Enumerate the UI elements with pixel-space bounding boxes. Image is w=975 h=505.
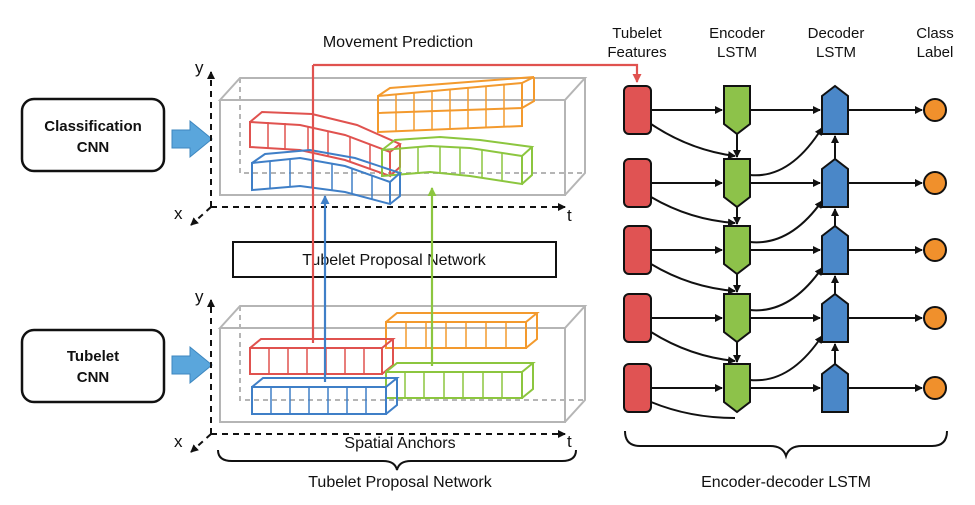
red-movement-arrow-top <box>313 63 642 83</box>
tubelet-cnn-line1: Tubelet <box>67 348 119 365</box>
tubelet-cnn-box: Tubelet CNN <box>20 328 166 404</box>
tubelet-cnn-line2: CNN <box>77 369 110 386</box>
header-class-2: Label <box>917 44 954 61</box>
header-tubelet-features-2: Features <box>607 44 666 61</box>
class-node-5 <box>923 376 947 400</box>
header-encoder-1: Encoder <box>709 25 765 42</box>
encoder-node-2 <box>723 158 751 209</box>
feat-curve-arrow-4 <box>650 331 736 365</box>
decoder-node-5 <box>821 362 849 413</box>
bottom-tubelet-blue <box>251 377 400 415</box>
right-caption: Encoder-decoder LSTM <box>701 474 871 491</box>
bottom-volume <box>217 305 588 423</box>
class-node-3 <box>923 238 947 262</box>
top-tubelet-red <box>249 110 402 178</box>
bottom-tubelet-orange <box>385 312 540 349</box>
left-brace <box>217 449 577 471</box>
top-axis-x-label: x <box>174 204 183 223</box>
feature-node-5 <box>623 363 652 413</box>
enc-dec-curve-arrow-5 <box>749 335 823 382</box>
top-axis-t-label: t <box>567 206 572 225</box>
proposal-network-box: Tubelet Proposal Network <box>232 241 557 278</box>
decoder-node-4 <box>821 292 849 343</box>
enc-dec-curve-arrow-3 <box>749 200 823 244</box>
decoder-node-1 <box>821 84 849 135</box>
encoder-node-3 <box>723 225 751 276</box>
feat-curve-arrow-2 <box>650 196 736 227</box>
feature-node-2 <box>623 158 652 208</box>
header-decoder-2: LSTM <box>816 44 856 61</box>
feature-node-4 <box>623 293 652 343</box>
feature-node-1 <box>623 85 652 135</box>
top-tubelet-blue <box>251 148 402 206</box>
bottom-axes <box>190 299 566 453</box>
top-axes <box>190 71 566 226</box>
header-class-1: Class <box>916 25 954 42</box>
feat-curve-bottom <box>650 401 736 419</box>
cnn-arrow-top <box>171 119 213 159</box>
header-encoder-2: LSTM <box>717 44 757 61</box>
decoder-node-2 <box>821 157 849 208</box>
bottom-axis-x-label: x <box>174 432 183 451</box>
class-node-1 <box>923 98 947 122</box>
decoder-node-3 <box>821 224 849 275</box>
feat-curve-arrow-1 <box>650 123 736 160</box>
left-caption: Tubelet Proposal Network <box>308 474 492 491</box>
top-tubelet-green <box>381 135 535 186</box>
bottom-axis-t-label: t <box>567 432 572 451</box>
class-node-2 <box>923 171 947 195</box>
feature-node-3 <box>623 225 652 275</box>
enc-dec-curve-arrow-4 <box>749 267 823 312</box>
lstm-grid <box>623 84 947 419</box>
right-brace <box>624 430 948 460</box>
classification-cnn-line2: CNN <box>77 139 110 156</box>
top-axis-y-label: y <box>195 58 204 77</box>
enc-dec-curve-arrow-2 <box>749 127 823 177</box>
encoder-node-5 <box>723 363 751 414</box>
classification-cnn-box: Classification CNN <box>20 97 166 173</box>
cnn-arrow-bottom <box>171 345 213 385</box>
bottom-axis-y-label: y <box>195 287 204 306</box>
feat-curve-arrow-3 <box>650 263 736 295</box>
header-decoder-1: Decoder <box>808 25 865 42</box>
column-headers: Tubelet Features Encoder LSTM Decoder LS… <box>607 25 953 61</box>
class-node-4 <box>923 306 947 330</box>
top-tubelet-orange <box>377 76 535 134</box>
proposal-network-label: Tubelet Proposal Network <box>302 252 486 269</box>
bottom-tubelet-red <box>249 338 396 375</box>
header-tubelet-features-1: Tubelet <box>612 25 662 42</box>
bottom-tubelet-green <box>385 362 536 399</box>
classification-cnn-line1: Classification <box>44 118 142 135</box>
spatial-anchors-label: Spatial Anchors <box>344 435 455 452</box>
encoder-node-4 <box>723 293 751 344</box>
movement-prediction-label: Movement Prediction <box>323 34 473 51</box>
encoder-node-1 <box>723 85 751 136</box>
